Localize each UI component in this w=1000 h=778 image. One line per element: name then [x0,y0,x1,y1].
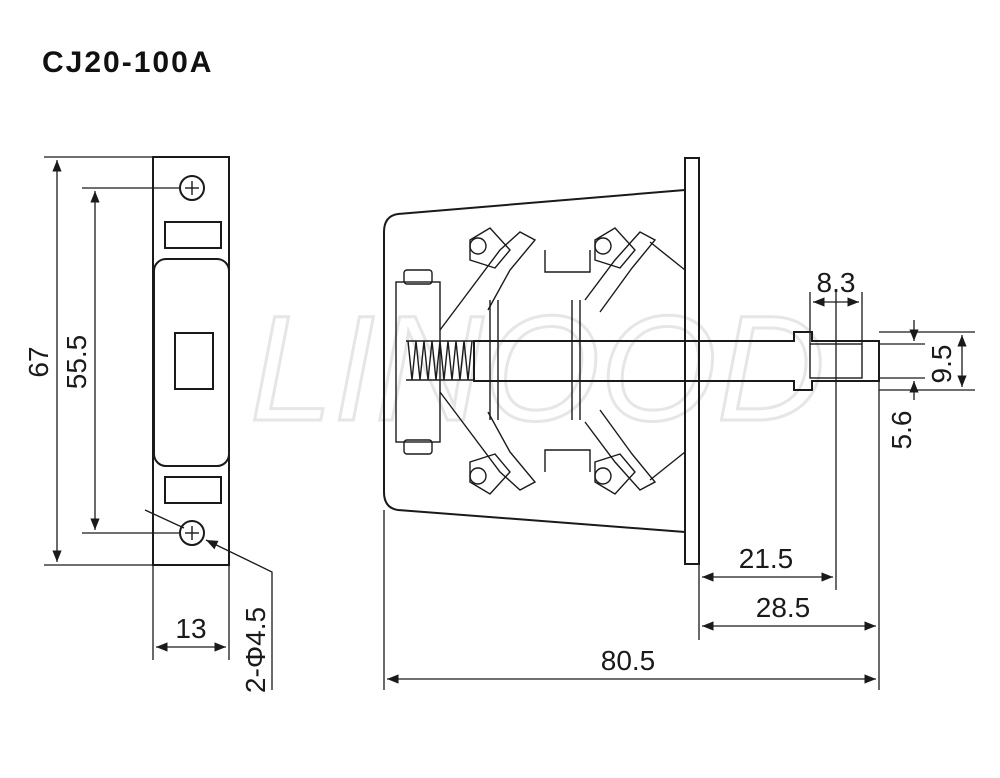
dim-80-5-label: 80.5 [601,645,656,676]
lower-contacts [439,391,686,495]
front-window [174,332,214,390]
bottom-slot [164,476,222,504]
dim-8-3-label: 8.3 [817,267,856,298]
top-slot [164,221,222,249]
dim-21-5-label: 21.5 [739,543,794,574]
front-cover [153,258,230,467]
dim-13-label: 13 [175,613,206,644]
front-view: 67 55.5 13 2-Φ4.5 [23,156,273,693]
dim-9-5-label: 9.5 [926,345,957,384]
upper-contacts [439,227,686,331]
dim-5-6-label: 5.6 [886,411,917,450]
hole-leader-a [144,509,185,529]
rear-frame [395,281,441,443]
drawing-title: CJ20-100A [42,46,214,79]
dim-28-5-label: 28.5 [756,592,811,623]
hole-leader-b [205,539,273,690]
mounting-flange [684,157,700,565]
watermark-logo: LINOOD [250,284,825,452]
dim-holes-label: 2-Φ4.5 [240,607,271,693]
dim-55-5-label: 55.5 [61,335,92,390]
side-view: 80.5 28.5 21.5 8.3 9.5 5.6 [383,157,975,690]
dim-67-label: 67 [23,346,54,377]
